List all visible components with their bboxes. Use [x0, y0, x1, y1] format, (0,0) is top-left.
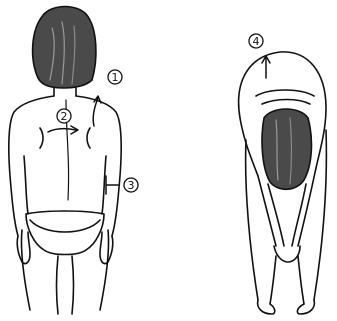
arrow-right-back — [48, 129, 76, 132]
marker-4-label: 4 — [253, 35, 260, 48]
forward-bend-figure — [239, 52, 327, 314]
bracket-side — [106, 176, 118, 194]
marker-2-label: 2 — [61, 110, 68, 123]
marker-3-label: 3 — [128, 179, 135, 192]
marker-2: 2 — [57, 109, 71, 123]
marker-3: 3 — [124, 178, 138, 192]
standing-figure-back-view — [9, 7, 121, 315]
figure-bent-hair — [262, 109, 311, 189]
annotation-arrows-bend-view — [262, 56, 270, 78]
marker-1: 1 — [108, 70, 122, 84]
figure-torso-outline — [9, 96, 54, 236]
marker-4: 4 — [249, 34, 263, 48]
marker-1-label: 1 — [112, 71, 119, 84]
